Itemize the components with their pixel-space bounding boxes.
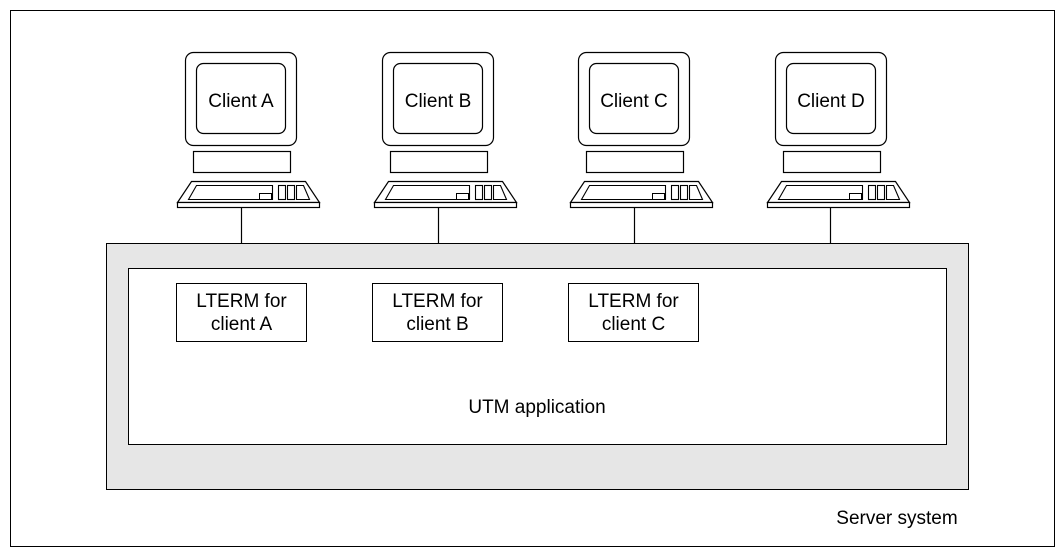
lterm-line1: LTERM for [588,291,679,312]
client-b: Client B [373,51,518,209]
monitor-screen [392,62,484,135]
lterm-client-a: LTERM for client A [176,283,307,342]
lterm-box [176,283,307,342]
keyboard [176,180,321,209]
lterm-line1: LTERM for [196,291,287,312]
keyboard [766,180,911,209]
monitor-screen [785,62,877,135]
keyboard [373,180,518,209]
lterm-client-c: LTERM for client C [568,283,699,342]
lterm-line2: client C [602,314,665,335]
computer-base [389,150,489,174]
client-c: Client C [569,51,714,209]
client-label: Client C [600,91,668,112]
client-label: Client A [208,91,274,112]
monitor-screen [588,62,680,135]
client-label: Client D [797,91,865,112]
client-a: Client A [176,51,321,209]
client-label: Client B [405,91,472,112]
computer-base [585,150,685,174]
lterm-box [372,283,503,342]
lterm-line2: client B [406,314,468,335]
utm-application-label: UTM application [468,397,605,418]
monitor-screen [195,62,287,135]
computer-base [192,150,292,174]
lterm-line1: LTERM for [392,291,483,312]
lterm-client-b: LTERM for client B [372,283,503,342]
lterm-line2: client A [211,314,273,335]
client-d: Client D [766,51,911,209]
lterm-box [568,283,699,342]
computer-base [782,150,882,174]
server-system-label: Server system [836,508,957,529]
keyboard [569,180,714,209]
